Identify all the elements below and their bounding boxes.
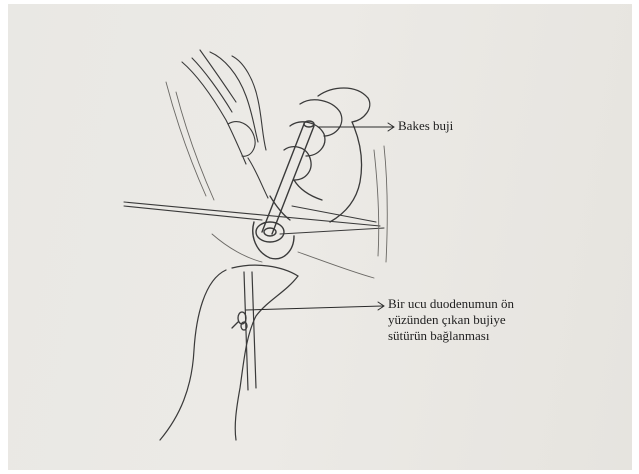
suture-arrow (246, 302, 384, 310)
bakes-arrow (318, 123, 394, 131)
suture-label-line-3: sütürün bağlanması (388, 328, 514, 344)
traction-threads-sketch (124, 202, 384, 234)
duodenum-tube-sketch (160, 265, 298, 440)
tissue-outline-sketch (166, 82, 387, 278)
suture-label: Bir ucu duodenumun ön yüzünden çıkan buj… (388, 296, 514, 344)
suture-knot-sketch (232, 312, 247, 330)
bakes-label-text: Bakes buji (398, 118, 453, 134)
bakes-label: Bakes buji (398, 118, 453, 134)
suture-label-line-1: Bir ucu duodenumun ön (388, 296, 514, 312)
suture-label-line-2: yüzünden çıkan bujiye (388, 312, 514, 328)
retractor-sketch (182, 50, 268, 198)
duodenum-opening-sketch (253, 222, 294, 259)
